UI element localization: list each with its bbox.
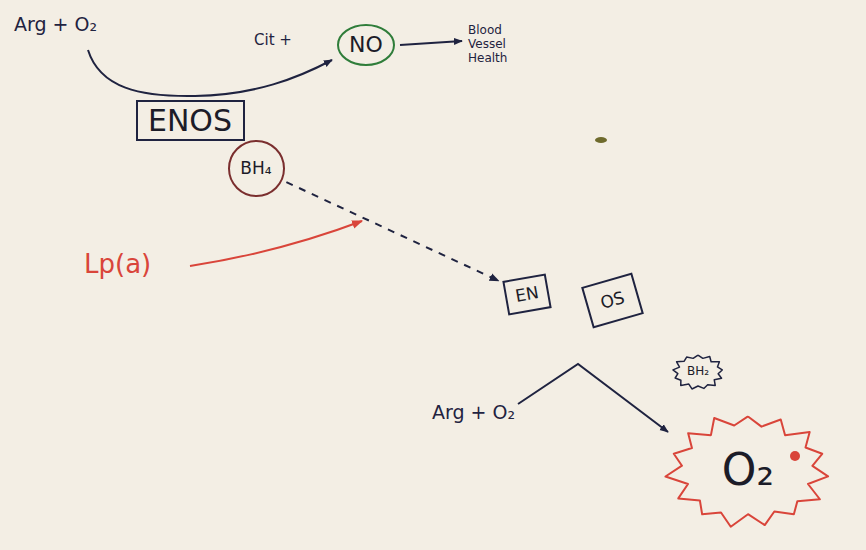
reactant-label: Arg + O₂ — [432, 402, 515, 424]
node-text: EN — [514, 283, 540, 305]
node-text: O₂ — [722, 446, 774, 494]
burst-outline — [665, 416, 828, 526]
lpa-label: Lp(a) — [84, 250, 151, 280]
bh2-burst: BH₂ — [670, 352, 726, 392]
bh4-circle: BH₄ — [227, 139, 286, 198]
burst-outline — [673, 355, 722, 389]
node-text: ENOS — [148, 104, 232, 137]
node-text: BH₂ — [687, 365, 709, 378]
paper-speck — [595, 137, 607, 143]
circle-outline — [229, 141, 284, 196]
enos-box: ENOS — [136, 100, 245, 141]
uncoupled-arrow — [518, 364, 668, 432]
node-text: NO — [349, 33, 383, 57]
reaction-arrow — [88, 50, 332, 96]
product-label: Cit + — [254, 32, 292, 49]
inhibition-arrow — [190, 221, 362, 266]
reactant-label: Arg + O₂ — [14, 14, 97, 36]
outcome-label: Blood Vessel Health — [468, 24, 524, 65]
enos-fragment: OS — [581, 272, 644, 328]
circle-outline — [338, 25, 394, 65]
no-circle: NO — [336, 23, 396, 67]
effect-arrow — [400, 41, 462, 45]
superoxide-burst: O₂ — [663, 411, 833, 530]
enos-fragment: EN — [502, 273, 551, 315]
radical-dot — [790, 451, 800, 461]
dashed-connector — [286, 182, 498, 281]
node-text: BH₄ — [240, 159, 271, 178]
node-text: OS — [598, 288, 626, 313]
